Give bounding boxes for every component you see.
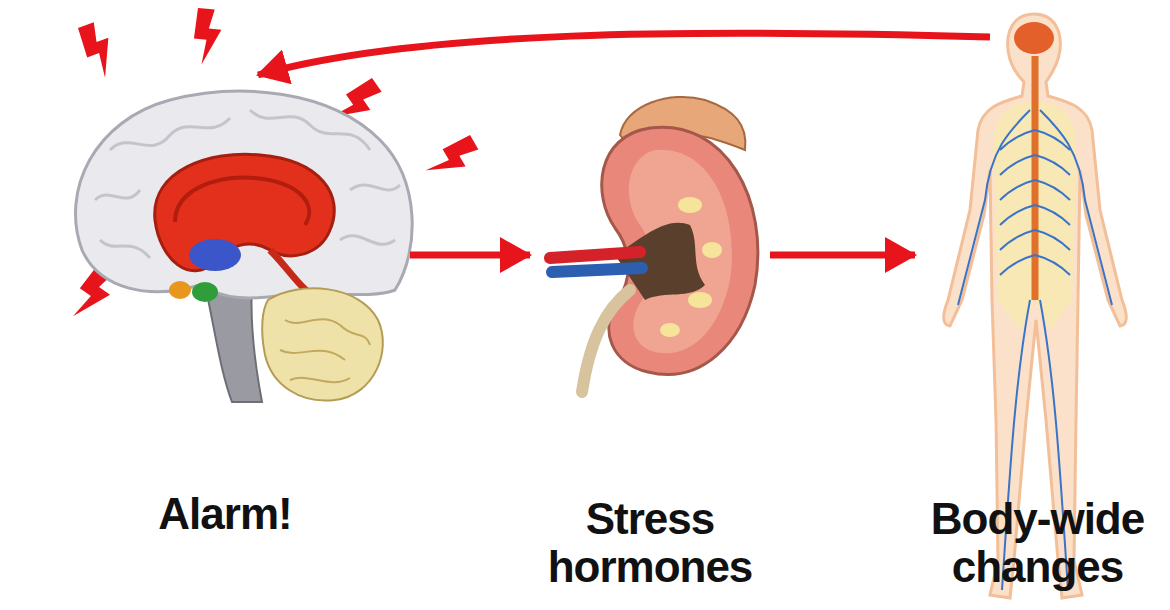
nerve [1000,230,1070,250]
gyrus [350,185,400,190]
illustration-node: Alarm! [40,75,410,605]
arrow-connector [410,252,530,259]
bolt [421,134,483,185]
kidney-illustration [550,97,758,392]
thalamus [189,239,241,271]
medulla [660,197,722,337]
illustration-node: Body-wide changes [915,35,1160,605]
nerve [1000,155,1070,175]
lightning-bolts [64,8,482,327]
illustration-node: Stress hormones [530,100,770,605]
node-label: Stress hormones [530,495,770,590]
cerebrum [76,91,413,298]
arrow-connector [770,252,915,259]
brain-stem [205,285,262,402]
pyramid [678,197,702,213]
node-label: Alarm! [40,490,410,538]
nerve [1000,130,1070,150]
cerebellum-folds [280,319,370,382]
ureter [582,290,630,392]
gyrus [100,240,150,258]
bolt [192,8,223,66]
cerebellum [262,288,383,400]
spinal-cord [1032,56,1039,300]
bolt [77,19,121,81]
brain-small [1014,22,1054,54]
pyramid [688,292,712,308]
arrow-connector [258,33,990,75]
brain-illustration [76,91,413,402]
gyrus [250,110,370,150]
hypothalamus [169,281,191,299]
gyrus [340,236,395,245]
nerve [1000,205,1070,225]
nerve [1000,255,1070,275]
gyrus [110,118,230,150]
limbic-system [155,154,335,271]
nerve [958,110,1030,305]
vein [552,268,642,272]
limbic-inner [175,178,309,225]
node-label: Body-wide changes [915,495,1160,590]
amygdala [192,282,218,302]
gyrus [95,190,140,200]
pyramid [660,323,680,337]
pyramid [702,242,722,258]
nerve [1000,180,1070,200]
nerve [1040,110,1112,305]
artery [550,252,640,258]
